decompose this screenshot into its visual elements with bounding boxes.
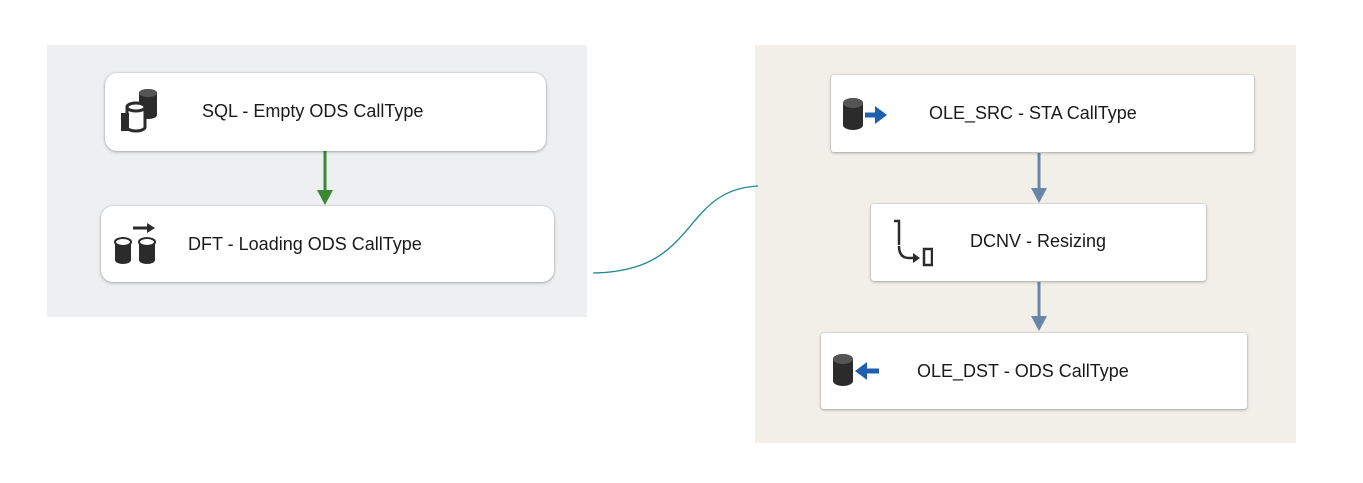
component-ole-dst-ods-calltype[interactable]: OLE_DST - ODS CallType xyxy=(821,333,1247,409)
component-dcnv-resizing[interactable]: DCNV - Resizing xyxy=(871,204,1206,281)
component-ole-src-sta-calltype[interactable]: OLE_SRC - STA CallType xyxy=(831,75,1254,152)
data-flow-task-icon xyxy=(113,220,171,273)
execute-sql-icon xyxy=(117,87,169,142)
data-conversion-icon xyxy=(889,216,934,273)
component-label: DCNV - Resizing xyxy=(970,231,1107,251)
task-label: SQL - Empty ODS CallType xyxy=(202,101,424,121)
task-dft-loading-ods-calltype[interactable]: DFT - Loading ODS CallType xyxy=(101,206,554,282)
ole-db-destination-icon xyxy=(831,351,883,396)
ole-db-source-icon xyxy=(841,95,893,140)
drilldown-link xyxy=(592,185,759,274)
component-label: OLE_DST - ODS CallType xyxy=(917,361,1129,381)
task-sql-empty-ods-calltype[interactable]: SQL - Empty ODS CallType xyxy=(105,73,546,151)
task-label: DFT - Loading ODS CallType xyxy=(188,234,422,254)
component-label: OLE_SRC - STA CallType xyxy=(929,103,1137,123)
